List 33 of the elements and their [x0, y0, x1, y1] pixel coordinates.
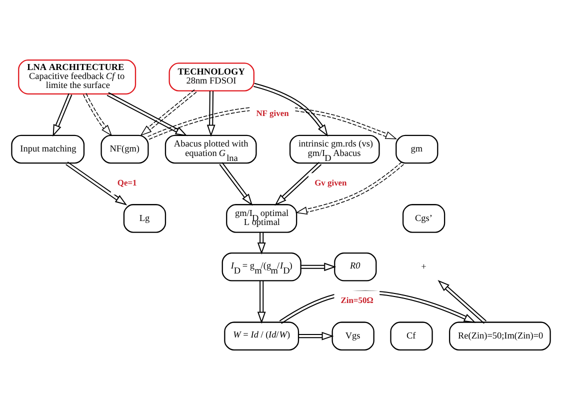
node-box: Lg [123, 204, 166, 232]
node-box: Cf [390, 321, 433, 350]
arrow [206, 90, 216, 136]
arrow [106, 92, 188, 136]
arrow [52, 92, 72, 136]
edge-label: Qe=1 [117, 176, 137, 187]
node-text: + [421, 260, 426, 271]
node-box: gm [396, 134, 438, 164]
node-box: NF(gm) [100, 134, 149, 164]
arrow [296, 161, 404, 214]
arrow [253, 82, 328, 136]
arrow [147, 106, 398, 140]
edge-label: Zin=50Ω [340, 294, 374, 304]
arrow [257, 232, 266, 254]
arrow [298, 331, 334, 340]
arrow [300, 262, 336, 271]
arrow [274, 161, 322, 206]
edge-label: Gv given [314, 176, 347, 187]
arrow [140, 88, 197, 136]
node-box: W = Id / (Id/W) [224, 321, 300, 350]
node-box: TECHNOLOGY 28nm FDSOI [168, 62, 254, 91]
node-box: Vgs [332, 321, 374, 350]
node-box: LNA ARCHITECTURE Capacitive feedback Cf to limite the surface [18, 59, 136, 94]
arrow [257, 280, 266, 324]
node-box: R0 [334, 252, 377, 281]
node-box: Cgs’ [402, 204, 446, 232]
arrow [219, 161, 253, 206]
arrow [82, 92, 112, 136]
edge-label: NF given [256, 108, 289, 118]
node-box: Re(Zin)=50;Im(Zin)=0 [448, 321, 551, 350]
arrow [65, 160, 128, 205]
arrow [438, 280, 487, 324]
node-box: Input matching [11, 134, 85, 164]
